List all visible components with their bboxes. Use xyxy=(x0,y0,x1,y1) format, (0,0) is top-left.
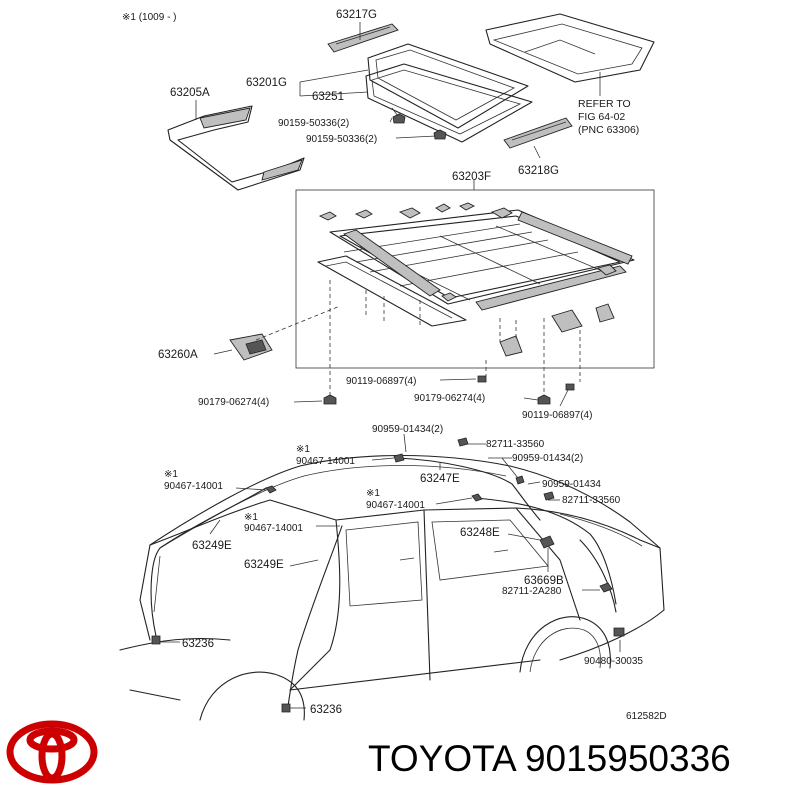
label-63669B: 63669B xyxy=(524,575,564,587)
note-mark-2: ※1 xyxy=(164,469,178,480)
label-90467-b: 90467-14001 xyxy=(164,481,223,492)
applicability-note: ※1 (1009 - ) xyxy=(122,12,177,23)
note-mark-4: ※1 xyxy=(244,512,258,523)
label-63203F: 63203F xyxy=(452,171,491,183)
label-63236-a: 63236 xyxy=(182,638,214,650)
label-82711-c: 82711-2A280 xyxy=(502,586,562,597)
label-63260A: 63260A xyxy=(158,349,198,361)
refer-line-1: REFER TO xyxy=(578,98,631,110)
label-bolt-1: 90159-50336(2) xyxy=(278,118,349,129)
figure-number: 612582D xyxy=(626,711,667,722)
label-63205A: 63205A xyxy=(170,87,210,99)
note-mark-3: ※1 xyxy=(366,488,380,499)
brand-part-number: TOYOTA 9015950336 xyxy=(368,738,731,779)
label-bolt-2: 90159-50336(2) xyxy=(306,134,377,145)
label-63249E-b: 63249E xyxy=(244,559,284,571)
label-63201G: 63201G xyxy=(246,77,287,89)
note-mark-1: ※1 xyxy=(296,444,310,455)
label-90959-a: 90959-01434(2) xyxy=(372,424,443,435)
label-63247E: 63247E xyxy=(420,473,460,485)
label-63217G: 63217G xyxy=(336,9,377,21)
label-90480: 90480-30035 xyxy=(584,656,643,667)
refer-line-2: FIG 64-02 xyxy=(578,111,625,123)
label-63248E: 63248E xyxy=(460,527,500,539)
label-90179-b: 90179-06274(4) xyxy=(414,393,485,404)
toyota-logo-icon xyxy=(6,720,98,784)
label-90179-a: 90179-06274(4) xyxy=(198,397,269,408)
label-63236-b: 63236 xyxy=(310,704,342,716)
label-63251: 63251 xyxy=(312,91,344,103)
label-82711-b: 82711-33560 xyxy=(562,495,621,506)
label-90119-a: 90119-06897(4) xyxy=(346,376,416,387)
sunroof-glass-drawing xyxy=(167,13,655,191)
label-63218G: 63218G xyxy=(518,165,559,177)
label-82711-a: 82711-33560 xyxy=(486,439,545,450)
label-90467-c: 90467-14001 xyxy=(366,500,425,511)
label-90119-b: 90119-06897(4) xyxy=(522,410,592,421)
label-90467-a: 90467-14001 xyxy=(296,456,355,467)
housing-frame-drawing xyxy=(213,180,655,407)
label-90959-b: 90959-01434(2) xyxy=(512,453,583,464)
label-90959-c: 90959-01434 xyxy=(542,479,601,490)
label-90467-d: 90467-14001 xyxy=(244,523,303,534)
label-63249E-a: 63249E xyxy=(192,540,232,552)
vehicle-drawing xyxy=(119,433,665,721)
refer-line-3: (PNC 63306) xyxy=(578,124,639,136)
